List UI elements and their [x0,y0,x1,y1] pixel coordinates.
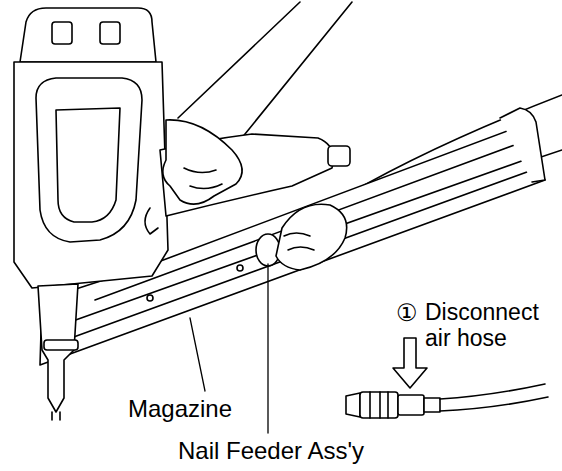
instruction-label: Disconnect air hose [425,300,553,352]
rivet [237,265,243,271]
coupler-grip [370,392,388,418]
nose-tip [52,412,60,420]
arm-line [178,2,300,118]
callout-number: ① [396,300,418,327]
leader-line [190,318,205,391]
right-hand [276,204,347,270]
down-arrow [393,338,427,388]
cylinder-cap [20,8,156,62]
nose [38,284,78,412]
leader-line [267,264,268,433]
air-hose [440,384,545,399]
nail-feeder-knob [256,234,280,266]
body-recess [36,78,142,242]
part-label: Nail Feeder Ass'y [178,438,364,465]
air-plug [328,146,350,166]
finger-line [184,168,222,189]
cap-tab [52,22,72,44]
arm-line [232,2,352,150]
part-label: Magazine [128,396,232,423]
coupler-body [398,395,424,415]
body-housing [14,62,168,288]
magazine-end-cap [500,108,545,182]
cap-tab [100,22,120,44]
finger-line [284,233,314,250]
body-recess-inner [56,108,120,222]
air-hose [440,397,548,411]
coupler-nose [346,393,360,417]
hose-barb [424,398,440,412]
trigger [145,208,158,234]
rivet [147,295,153,301]
nose-clamp [44,340,78,350]
left-hand [163,120,242,204]
coupler-sleeve [360,392,398,418]
